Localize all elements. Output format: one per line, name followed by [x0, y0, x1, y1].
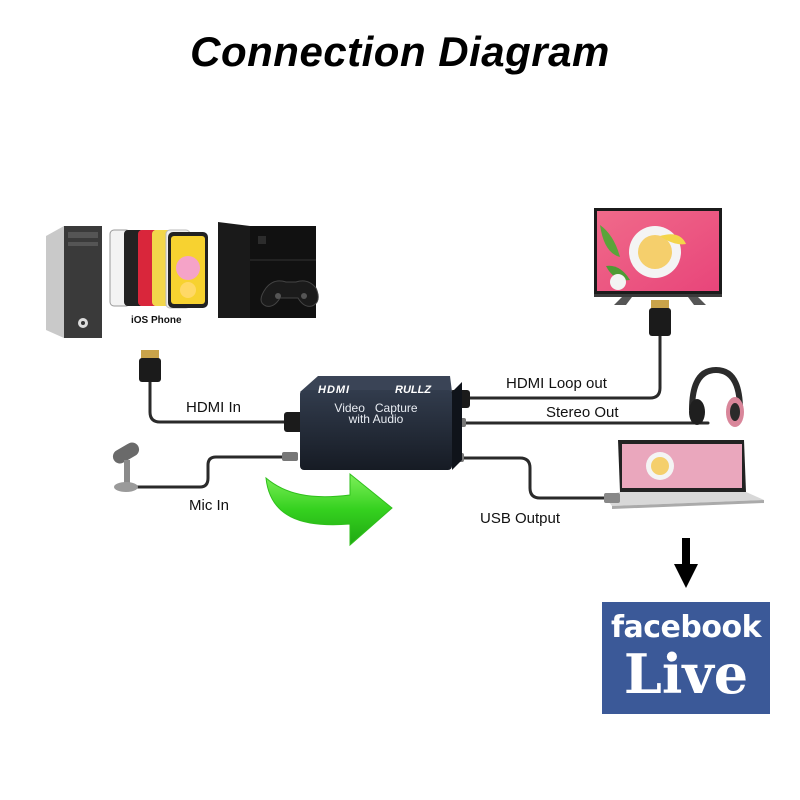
- facebook-live-logo: facebook Live: [602, 602, 770, 714]
- hdmi-in-label: HDMI In: [186, 399, 242, 416]
- microphone-icon: [112, 442, 140, 492]
- ios-phone-label: iOS Phone: [131, 315, 182, 326]
- hdmi-plug-icon: [649, 300, 671, 336]
- stereo-out-label: Stereo Out: [546, 404, 619, 421]
- game-console-icon: [218, 222, 319, 318]
- live-wordmark: Live: [623, 642, 749, 706]
- hdmi-loop-out-label: HDMI Loop out: [506, 375, 607, 392]
- diagram-title: Connection Diagram: [190, 28, 610, 75]
- flow-arrow: [265, 472, 393, 547]
- usb-output-label: USB Output: [480, 510, 561, 527]
- phones-icon: [109, 229, 208, 309]
- device-label-line2: with Audio: [348, 412, 404, 426]
- headphones-icon: [689, 366, 744, 427]
- down-arrow-icon: [674, 538, 698, 588]
- mic-jack: [282, 452, 298, 461]
- mic-in-label: Mic In: [189, 497, 230, 514]
- laptop-icon: [604, 440, 764, 509]
- pc-tower-icon: [46, 226, 102, 338]
- device-label-line1: Video Capture: [334, 401, 418, 415]
- usb-plug-icon: [604, 493, 620, 503]
- hdmi-plug-icon: [139, 350, 161, 382]
- capture-device: [300, 376, 462, 470]
- tv-icon: [594, 208, 722, 305]
- facebook-wordmark: facebook: [610, 610, 762, 645]
- hdmi-logo: HDMI: [318, 384, 351, 396]
- cables: [132, 334, 710, 500]
- device-brand: RULLZ: [395, 384, 432, 396]
